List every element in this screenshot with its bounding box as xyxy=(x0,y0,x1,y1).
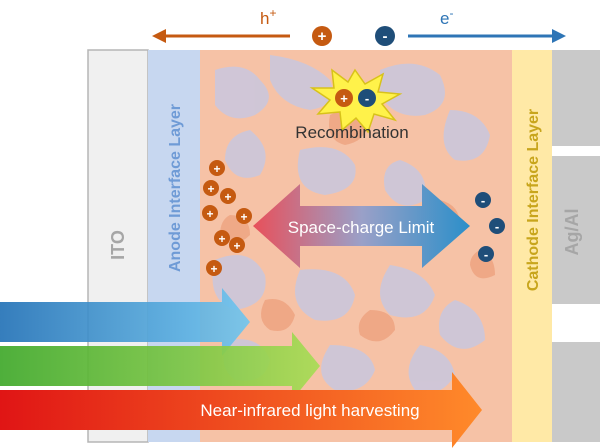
svg-text:-: - xyxy=(481,193,485,208)
electron-flow: e- - xyxy=(375,6,566,46)
hole-charge: + xyxy=(206,260,222,276)
svg-text:-: - xyxy=(484,247,488,262)
electron-cluster: - - - xyxy=(475,192,505,262)
recombination-burst: + - Recombination xyxy=(295,68,409,142)
electron-flow-label: e- xyxy=(440,6,453,28)
metal-electrode: Ag/Al xyxy=(552,50,600,442)
recombination-hole: + xyxy=(340,91,348,106)
hole-charge: + xyxy=(229,237,245,253)
green-light-arrow xyxy=(0,332,320,400)
svg-text:+: + xyxy=(206,207,213,221)
electrode-label: Ag/Al xyxy=(562,209,582,256)
svg-text:+: + xyxy=(233,239,240,253)
recombination-electron: - xyxy=(365,91,369,106)
hole-charge: + xyxy=(220,188,236,204)
electron-charge: - xyxy=(475,192,491,208)
space-charge-arrow: Space-charge Limit xyxy=(253,184,470,268)
recombination-label: Recombination xyxy=(295,123,408,142)
ito-label: ITO xyxy=(108,230,128,260)
electron-charge: - xyxy=(478,246,494,262)
electron-symbol: - xyxy=(375,26,395,46)
space-charge-label: Space-charge Limit xyxy=(288,218,435,237)
hole-charge: + xyxy=(214,230,230,246)
cathode-layer-label: Cathode Interface Layer xyxy=(525,109,542,291)
nir-label: Near-infrared light harvesting xyxy=(200,401,419,420)
hole-charge: + xyxy=(202,205,218,221)
svg-text:+: + xyxy=(207,182,214,196)
hole-charge: + xyxy=(236,208,252,224)
anode-layer-label: Anode Interface Layer xyxy=(167,104,184,272)
svg-text:-: - xyxy=(495,219,499,234)
svg-text:+: + xyxy=(218,232,225,246)
hole-flow: h+ + xyxy=(152,6,332,46)
cathode-interface-layer: Cathode Interface Layer xyxy=(512,50,552,442)
hole-flow-label: h+ xyxy=(260,6,276,28)
electron-charge: - xyxy=(489,218,505,234)
blue-light-arrow xyxy=(0,288,250,356)
hole-cluster: + + + + + + + + xyxy=(202,160,252,276)
svg-text:+: + xyxy=(240,210,247,224)
svg-text:-: - xyxy=(383,28,388,45)
nir-light-arrow: Near-infrared light harvesting xyxy=(0,372,482,448)
svg-text:+: + xyxy=(213,162,220,176)
hole-charge: + xyxy=(209,160,225,176)
hole-symbol: + xyxy=(312,26,332,46)
svg-text:+: + xyxy=(224,190,231,204)
svg-text:+: + xyxy=(318,28,327,45)
hole-charge: + xyxy=(203,180,219,196)
svg-text:+: + xyxy=(210,262,217,276)
